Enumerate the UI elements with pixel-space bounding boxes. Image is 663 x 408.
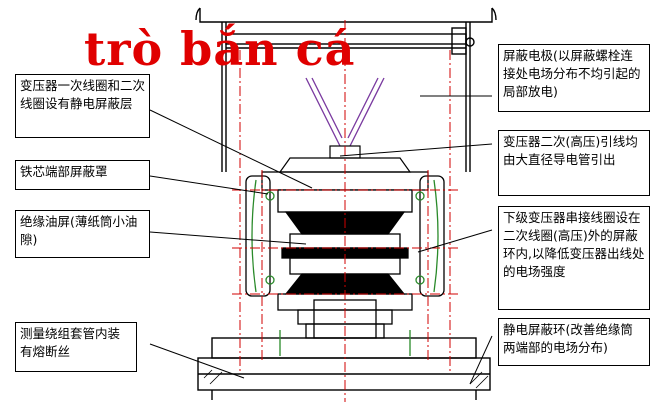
label-measuring-bushing-fuse: 测量绕组套管内装有熔断丝 <box>15 322 137 372</box>
label-electrostatic-shield-layer: 变压器一次线圈和二次线圈设有静电屏蔽层 <box>15 74 150 138</box>
shield-electrode-cone <box>305 77 385 147</box>
label-insulating-oil-barrier: 绝缘油屏(薄纸筒小油隙) <box>15 210 150 258</box>
flange-hatch <box>203 369 489 389</box>
label-core-end-shield: 铁芯端部屏蔽罩 <box>15 160 150 190</box>
label-shield-electrode: 屏蔽电极(以屏蔽螺栓连接处电场分布不均引起的局部放电) <box>498 44 650 112</box>
label-series-coil-shield-ring: 下级变压器串接线圈设在二次线圈(高压)外的屏蔽环内,以降低变压器出线处的电场强度 <box>498 206 650 310</box>
label-hv-lead-conductor: 变压器二次(高压)引线均由大直径导电管引出 <box>498 130 650 196</box>
centerlines <box>232 20 458 402</box>
watermark-text: trò bắn cá <box>84 22 356 76</box>
leader-lines <box>149 95 493 385</box>
label-electrostatic-shield-ring: 静电屏蔽环(改善绝缘筒两端部的电场分布) <box>498 318 650 366</box>
